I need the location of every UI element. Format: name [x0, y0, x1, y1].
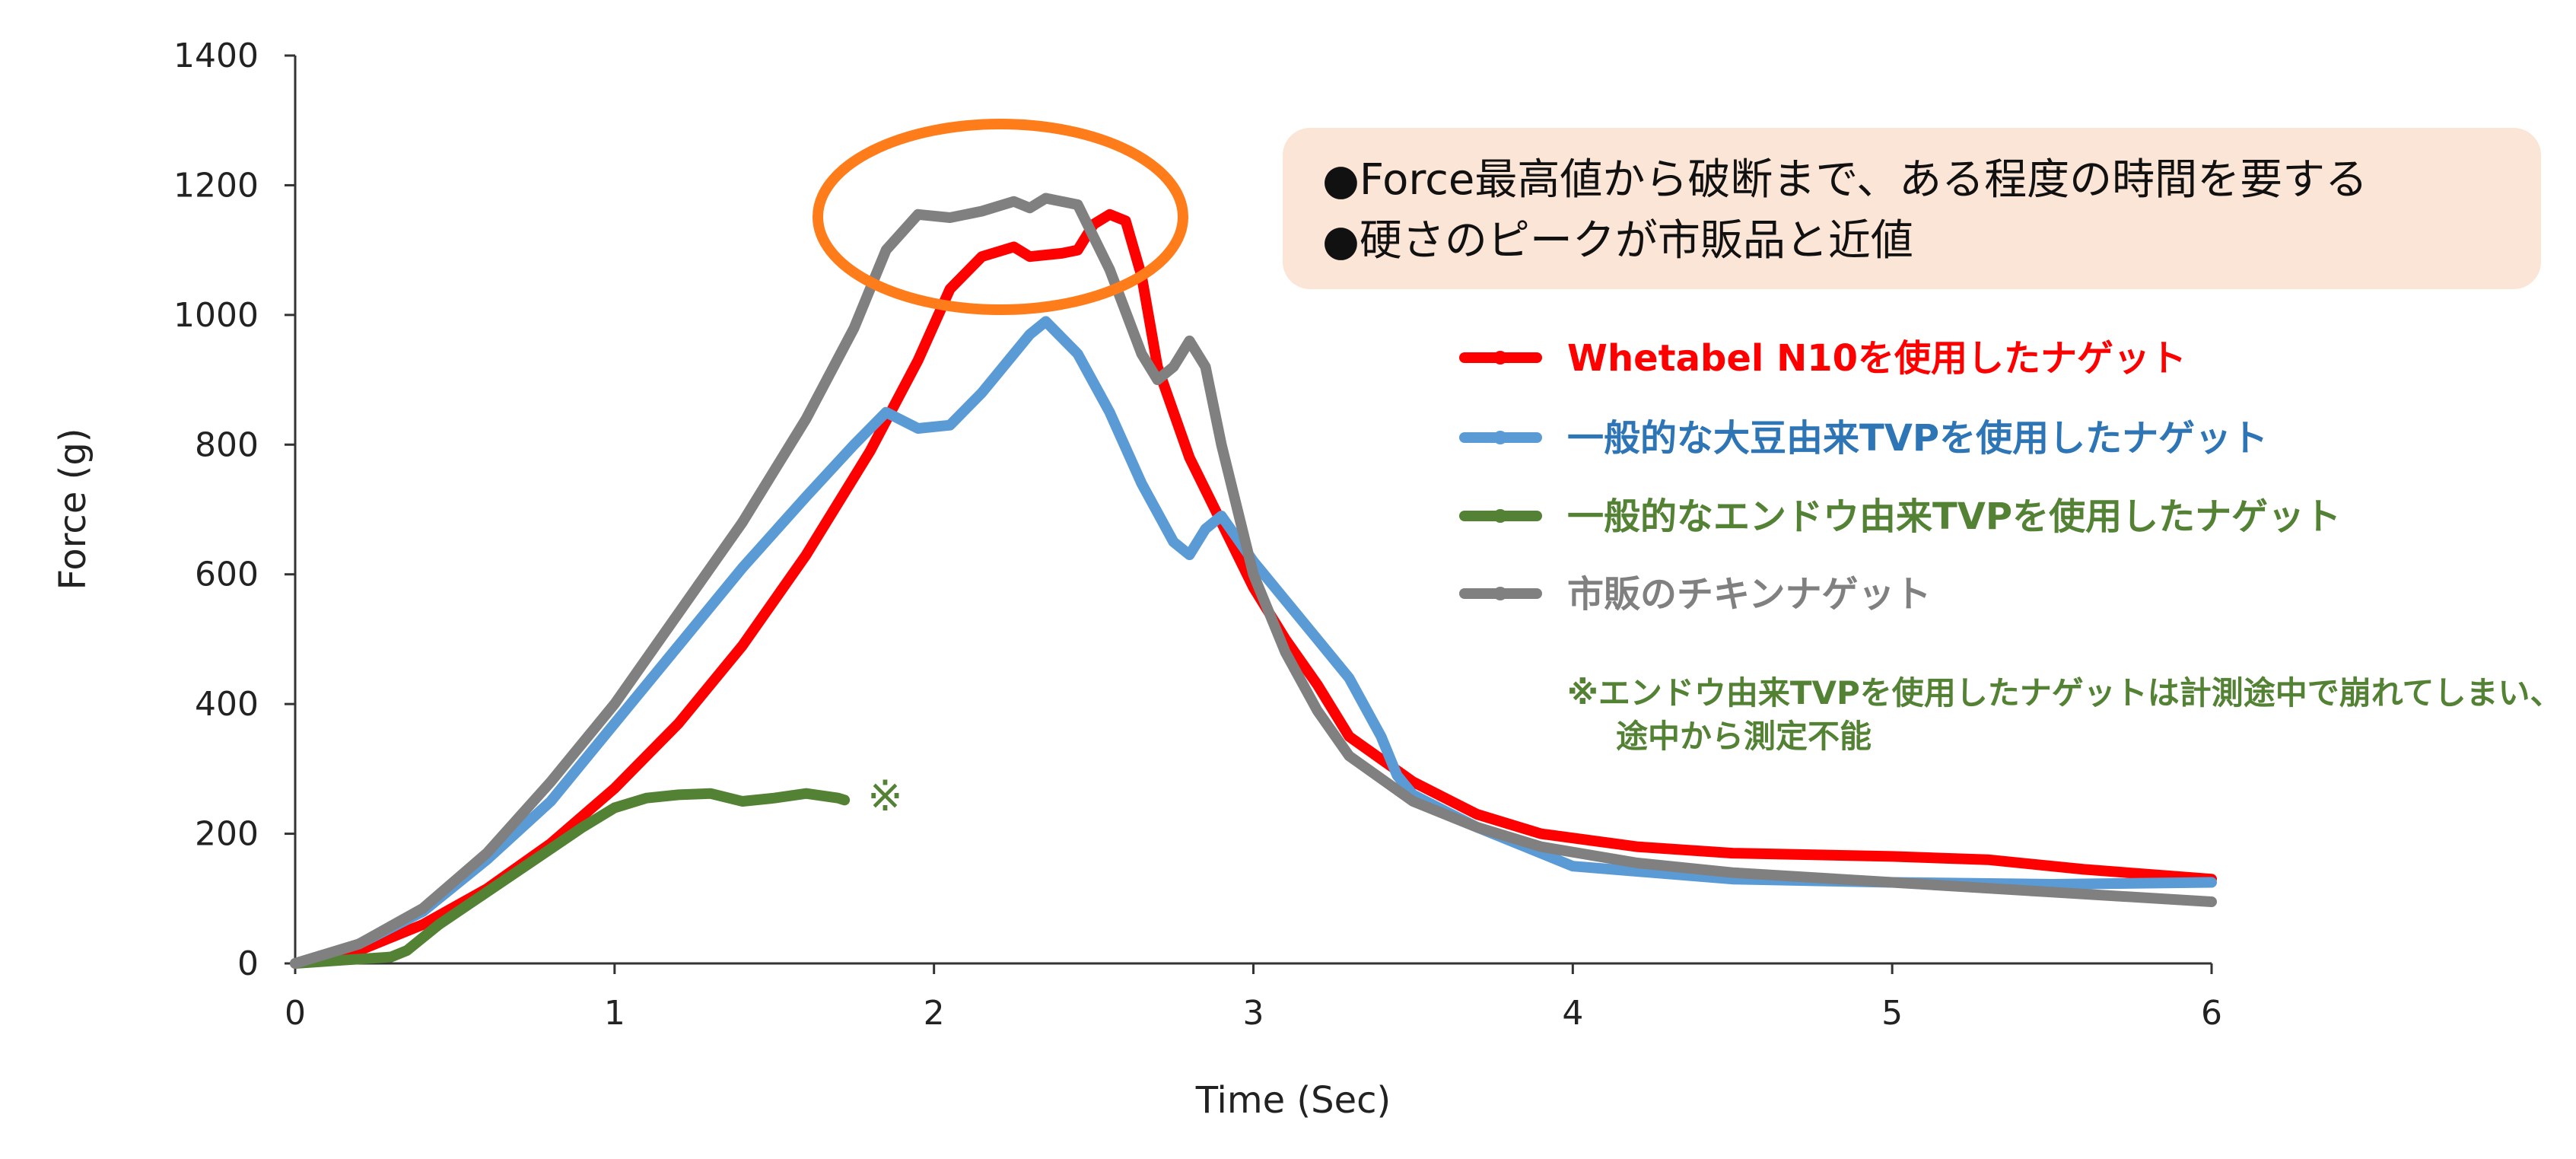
peak-highlight-ellipse [813, 119, 1188, 315]
y-axis-title: Force (g) [52, 428, 94, 590]
callout-line-1: ●Force最高値から破断まで、ある程度の時間を要する [1322, 155, 2368, 205]
y-tick-label: 400 [195, 685, 259, 724]
x-tick-label: 6 [2201, 994, 2222, 1033]
y-ticks: 0 200 400 600 800 1000 1200 1400 [173, 37, 295, 983]
y-tick-label: 0 [237, 944, 259, 983]
series-lines [290, 193, 2217, 969]
pea-end-mark: ※ [867, 772, 903, 821]
x-axis-title: Time (Sec) [1195, 1079, 1391, 1122]
legend-marker-3 [1493, 509, 1507, 523]
legend-marker-1 [1493, 351, 1507, 365]
y-tick-label: 200 [195, 815, 259, 854]
legend-label-3: 一般的なエンドウ由来TVPを使用したナゲット [1567, 495, 2341, 538]
callout-line-2: ●硬さのピークが市販品と近値 [1322, 216, 1913, 266]
x-tick-label: 2 [924, 994, 945, 1033]
series-line-1 [290, 209, 2217, 969]
y-tick-label: 1200 [173, 166, 259, 205]
x-tick-label: 1 [604, 994, 625, 1033]
legend-label-2: 一般的な大豆由来TVPを使用したナゲット [1567, 417, 2268, 460]
x-tick-label: 4 [1562, 994, 1583, 1033]
note-line-1: ※エンドウ由来TVPを使用したナゲットは計測途中で崩れてしまい、 [1567, 674, 2562, 712]
y-tick-label: 1400 [173, 37, 259, 75]
series-line-4 [290, 193, 2217, 969]
legend-label-4: 市販のチキンナゲット [1567, 573, 1932, 616]
y-tick-label: 600 [195, 556, 259, 594]
legend-marker-2 [1493, 431, 1507, 444]
series-line-2 [290, 316, 2217, 969]
y-tick-label: 1000 [173, 296, 259, 335]
x-ticks: 0 1 2 3 4 5 6 [285, 963, 2222, 1033]
note-line-2: 途中から測定不能 [1616, 718, 1872, 755]
x-tick-label: 5 [1881, 994, 1903, 1033]
legend-marker-4 [1493, 587, 1507, 600]
series-line-3 [290, 788, 851, 969]
legend-label-1: Whetabel N10を使用したナゲット [1567, 337, 2186, 380]
y-tick-label: 800 [195, 425, 259, 464]
callout-box [1283, 128, 2541, 289]
x-tick-label: 3 [1243, 994, 1264, 1033]
x-tick-label: 0 [285, 994, 306, 1033]
legend: Whetabel N10を使用したナゲット一般的な大豆由来TVPを使用したナゲッ… [1459, 337, 2341, 616]
